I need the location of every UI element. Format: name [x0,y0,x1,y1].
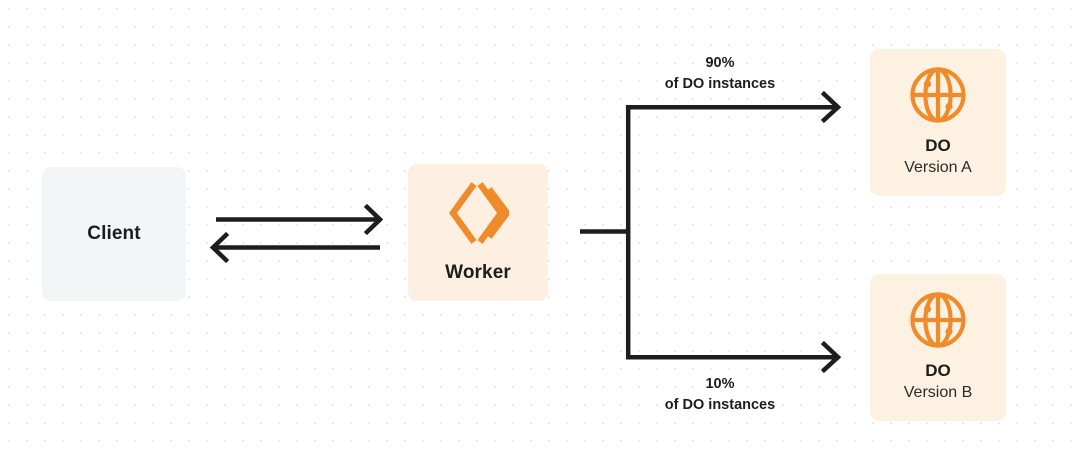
edge-label-bottom-percent: 10% [705,376,735,392]
node-do-version-b[interactable]: DO Version B [870,274,1006,421]
node-client-label: Client [87,222,141,244]
edge-worker-to-client [209,231,380,264]
node-do-version-a[interactable]: DO Version A [870,49,1006,196]
cloudflare-workers-icon [447,180,511,246]
node-do-a-label: DO [925,135,951,155]
globe-icon [909,291,967,349]
edge-label-top: 90% of DO instances [620,53,820,94]
edge-label-top-percent: 90% [705,55,735,71]
edge-branch-to-do-a [626,90,842,124]
node-do-b-sublabel: Version B [903,384,973,402]
node-client[interactable]: Client [42,167,186,301]
edge-label-bottom-caption: of DO instances [664,396,776,413]
globe-icon [909,66,967,124]
node-worker[interactable]: Worker [408,164,548,301]
edge-client-to-worker [216,203,384,236]
node-do-a-sublabel: Version A [904,159,972,177]
edge-branch-to-do-b [626,340,842,374]
edge-label-top-caption: of DO instances [664,75,776,92]
node-worker-label: Worker [445,262,511,284]
node-do-b-label: DO [925,360,951,380]
edge-label-bottom: 10% of DO instances [620,374,820,415]
